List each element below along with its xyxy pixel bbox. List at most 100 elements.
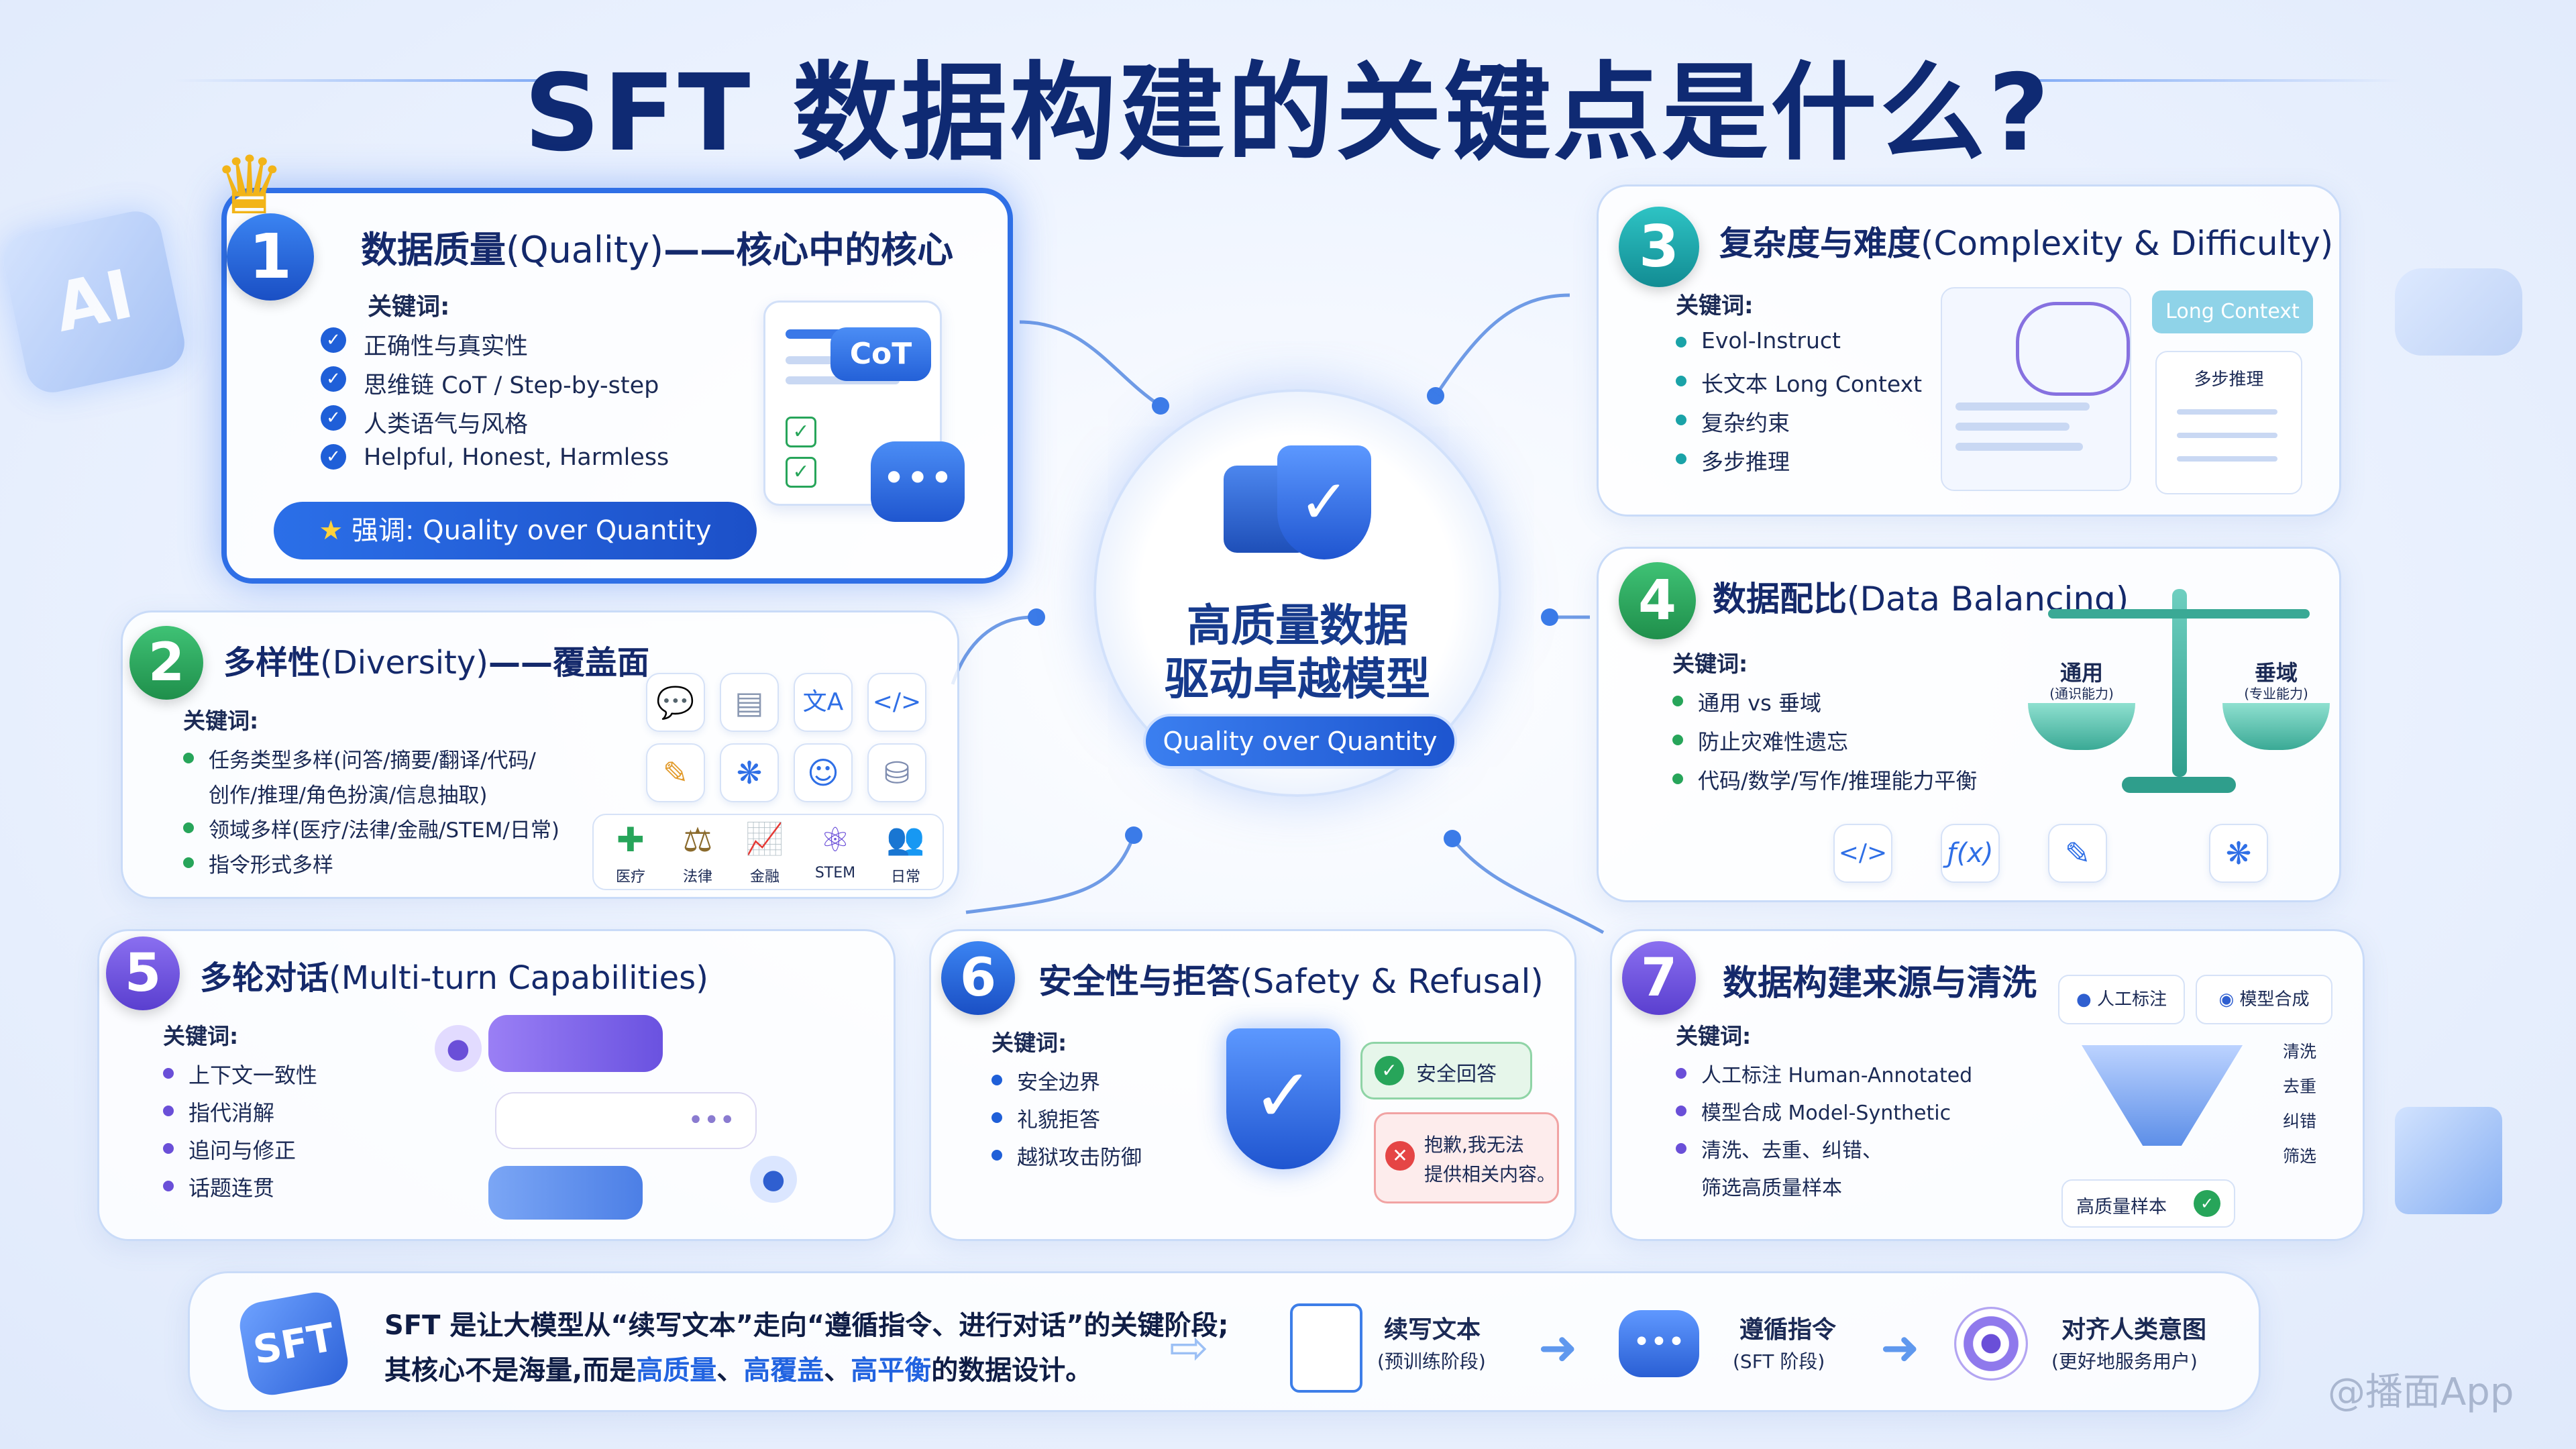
pencil-icon: ✎ xyxy=(646,743,705,802)
flow-step-3-label: 对齐人类意图 xyxy=(2061,1316,2207,1344)
domain-finance: 金融 xyxy=(749,869,780,885)
page-title: SFT 数据构建的关键点是什么? xyxy=(523,52,2053,175)
card-1-title: 数据质量(Quality)——核心中的核心 xyxy=(361,229,954,271)
card-1-keyword-label: 关键词: xyxy=(368,293,450,321)
atom-icon: ⚛ xyxy=(820,820,851,859)
card-3-number: 3 xyxy=(1619,207,1699,287)
card-4-list: 通用 vs 垂域 防止灾难性遗忘 代码/数学/写作/推理能力平衡 xyxy=(1672,686,1977,803)
footer-summary: SFT SFT 是让大模型从“续写文本”走向“遵循指令、进行对话”的关键阶段; … xyxy=(188,1271,2261,1412)
cot-badge: CoT xyxy=(830,327,931,381)
card-5-list: 上下文一致性 指代消解 追问与修正 话题连贯 xyxy=(163,1059,317,1209)
shield-check-icon: ✓ xyxy=(1226,1028,1340,1169)
card-sources: 7 数据构建来源与清洗 关键词: 人工标注 Human-Annotated 模型… xyxy=(1610,929,2365,1241)
list-item: 追问与修正 xyxy=(163,1134,317,1171)
refusal-line-1: 抱歉,我无法 xyxy=(1424,1134,1524,1156)
flow-step-2-sub: (SFT 阶段) xyxy=(1733,1350,1825,1373)
list-item: 清洗、去重、纠错、 xyxy=(1676,1134,1972,1171)
card-6-title: 安全性与拒答(Safety & Refusal) xyxy=(1038,962,1544,1001)
list-item: 领域多样(医疗/法律/金融/STEM/日常) xyxy=(183,813,559,848)
connector-dot-6 xyxy=(1125,826,1142,844)
assistant-avatar-icon: ● xyxy=(750,1156,797,1203)
check-icon: ✓ xyxy=(321,327,346,353)
document-icon: ▤ xyxy=(720,673,779,732)
list-item: 礼貌拒答 xyxy=(991,1103,1142,1140)
connector-7 xyxy=(1451,837,1605,934)
card-1-number: 1 xyxy=(227,213,314,301)
arrow-icon: ⇨ xyxy=(1169,1320,1209,1375)
connector-dot-4 xyxy=(1541,608,1558,626)
card-5-number: 5 xyxy=(106,936,180,1010)
list-item: 指代消解 xyxy=(163,1096,317,1134)
right-pan-label: 垂域 xyxy=(2254,660,2298,686)
chat-icon: 💬 xyxy=(646,673,705,732)
balance-scale-icon: 通用 (通识能力) 垂域 (专业能力) xyxy=(2028,589,2330,810)
domain-law: 法律 xyxy=(682,869,712,885)
long-context-tag: Long Context xyxy=(2152,290,2313,333)
card-1-list: ✓正确性与真实性 ✓思维链 CoT / Step-by-step ✓人类语气与风… xyxy=(321,327,669,483)
step-filter: 筛选 xyxy=(2283,1146,2317,1166)
card-7-list: 人工标注 Human-Annotated 模型合成 Model-Syntheti… xyxy=(1676,1059,1972,1209)
output-badge: 高质量样本 ✓ xyxy=(2061,1179,2235,1228)
card-6-keyword-label: 关键词: xyxy=(991,1030,1067,1056)
card-3-list: Evol-Instruct 长文本 Long Context 复杂约束 多步推理 xyxy=(1676,327,1922,483)
list-item: 模型合成 Model-Synthetic xyxy=(1676,1096,1972,1134)
chat-bubble-icon xyxy=(2395,268,2522,356)
connector-dot-2 xyxy=(1028,608,1045,626)
list-item: 指令形式多样 xyxy=(183,848,559,883)
connector-2 xyxy=(951,615,1034,685)
check-icon: ✓ xyxy=(321,405,346,431)
star-icon: ★ xyxy=(319,515,352,546)
flow-step-1-sub: (预训练阶段) xyxy=(1377,1350,1486,1373)
code-icon: </> xyxy=(1833,824,1892,883)
list-item: 任务类型多样(问答/摘要/翻译/代码/ xyxy=(183,743,559,778)
card-2-title: 多样性(Diversity)——覆盖面 xyxy=(223,644,650,682)
user-avatar-icon: ● xyxy=(435,1025,482,1072)
mask-icon: ☺ xyxy=(794,743,853,802)
shield-database-icon: ✓ xyxy=(1224,445,1371,559)
card-6-list: 安全边界 礼貌拒答 越狱攻击防御 xyxy=(991,1065,1142,1178)
center-title-line2: 驱动卓越模型 xyxy=(1165,653,1430,705)
connector-dot-1 xyxy=(1152,397,1169,415)
finance-icon: 📈 xyxy=(745,820,784,857)
card-quality: ♛ 1 数据质量(Quality)——核心中的核心 关键词: ✓正确性与真实性 … xyxy=(213,140,1013,584)
list-item: 创作/推理/角色扮演/信息抽取) xyxy=(209,784,488,808)
connector-6 xyxy=(965,835,1136,914)
card-4-number: 4 xyxy=(1619,562,1696,639)
people-icon: 👥 xyxy=(886,820,925,857)
card-balancing: 4 数据配比(Data Balancing) 关键词: 通用 vs 垂域 防止灾… xyxy=(1597,547,2341,902)
domain-strip: ✚ 医疗 ⚖ 法律 📈 金融 ⚛ STEM 👥 日常 xyxy=(592,814,944,890)
card-1-emphasis: ★ 强调: Quality over Quantity xyxy=(274,502,757,559)
list-item: 越狱攻击防御 xyxy=(991,1140,1142,1178)
multi-step-label: 多步推理 xyxy=(2194,370,2264,390)
list-item: 代码/数学/写作/推理能力平衡 xyxy=(1672,764,1977,803)
center-pill: Quality over Quantity xyxy=(1143,714,1457,769)
connector-dot-7 xyxy=(1444,830,1461,847)
card-2-list: 任务类型多样(问答/摘要/翻译/代码/ 创作/推理/角色扮演/信息抽取) 领域多… xyxy=(183,743,559,883)
domain-daily: 日常 xyxy=(890,869,920,885)
brain-icon: ❋ xyxy=(2209,824,2268,883)
card-7-title: 数据构建来源与清洗 xyxy=(1723,963,2037,1004)
card-2-keyword-label: 关键词: xyxy=(183,708,259,734)
writing-icon: ✎ xyxy=(2048,824,2107,883)
list-item: 上下文一致性 xyxy=(163,1059,317,1096)
card-3-title: 复杂度与难度(Complexity & Difficulty) xyxy=(1719,224,2334,263)
list-item: 人工标注 Human-Annotated xyxy=(1676,1059,1972,1096)
connector-3 xyxy=(1434,293,1570,397)
safe-answer-label: 安全回答 xyxy=(1416,1063,1497,1086)
card-4-keyword-label: 关键词: xyxy=(1672,651,1748,677)
chat-bubble-1 xyxy=(488,1015,663,1072)
card-diversity: 2 多样性(Diversity)——覆盖面 关键词: 任务类型多样(问答/摘要/… xyxy=(121,610,959,899)
function-icon: ƒ(x) xyxy=(1941,824,2000,883)
robot-icon: ◉ xyxy=(2218,989,2235,1010)
card-7-keyword-label: 关键词: xyxy=(1676,1023,1752,1049)
chat-icon: ••• xyxy=(871,441,965,522)
list-item: 安全边界 xyxy=(991,1065,1142,1103)
source-model-badge: ◉ 模型合成 xyxy=(2196,975,2332,1024)
cross-circle-icon: ✕ xyxy=(1385,1141,1415,1171)
title-deco-right xyxy=(1999,79,2402,82)
list-item: 话题连贯 xyxy=(163,1171,317,1209)
cube-decoration xyxy=(2395,1107,2502,1214)
list-item: ✓人类语气与风格 xyxy=(321,405,669,444)
card-complexity: 3 复杂度与难度(Complexity & Difficulty) 关键词: E… xyxy=(1597,184,2341,517)
